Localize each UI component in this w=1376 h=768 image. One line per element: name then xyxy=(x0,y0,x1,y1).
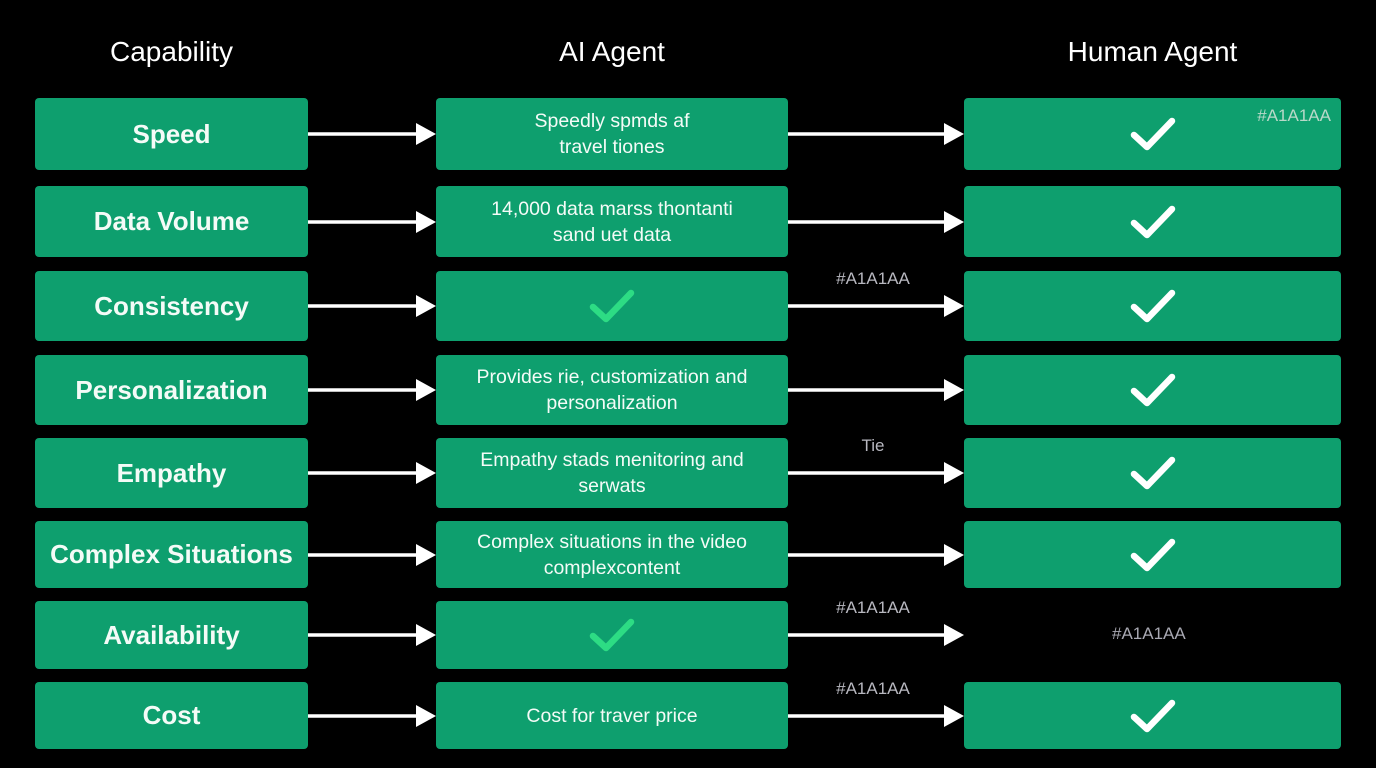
arrow-right-icon xyxy=(788,460,964,486)
comparison-row: Personalization Provides rie, customizati… xyxy=(0,355,1376,425)
arrow-right-icon xyxy=(788,703,964,729)
ai-agent-box: Speedly spmds af travel tiones xyxy=(436,98,788,170)
comparison-row: Data Volume 14,000 data marss thontanti s… xyxy=(0,186,1376,257)
checkmark-icon xyxy=(588,286,636,326)
arrow-right-icon xyxy=(788,293,964,319)
checkmark-icon xyxy=(1129,114,1177,154)
capability-header: Capability xyxy=(110,36,233,67)
ai-agent-check-box xyxy=(436,601,788,669)
checkmark-icon xyxy=(1129,286,1177,326)
capability-box: Consistency xyxy=(35,271,308,341)
comparison-row: Empathy Empathy stads menitoring and serw… xyxy=(0,436,1376,508)
comparison-row: Complex Situations Complex situations in … xyxy=(0,521,1376,588)
capability-box: Speed xyxy=(35,98,308,170)
arrow-label: #A1A1AA xyxy=(836,269,910,288)
arrow-label: #A1A1AA xyxy=(836,598,910,617)
checkmark-icon xyxy=(1129,696,1177,736)
ai-agent-header: AI Agent xyxy=(559,36,665,67)
arrow-right-icon xyxy=(308,377,436,403)
human-agent-check-box xyxy=(964,355,1341,425)
ai-agent-box: Complex situations in the video complexc… xyxy=(436,521,788,588)
arrow-right-icon xyxy=(788,622,964,648)
arrow-right-icon xyxy=(788,121,964,147)
ai-agent-box: 14,000 data marss thontanti sand uet dat… xyxy=(436,186,788,257)
human-agent-header: Human Agent xyxy=(1067,36,1238,67)
checkmark-icon xyxy=(1129,370,1177,410)
capability-box: Complex Situations xyxy=(35,521,308,588)
comparison-row: Speed Speedly spmds af travel tiones #A1A1… xyxy=(0,98,1376,170)
checkmark-icon xyxy=(1129,202,1177,242)
capability-box: Cost xyxy=(35,682,308,749)
arrow-right-icon xyxy=(308,293,436,319)
arrow-right-icon xyxy=(788,377,964,403)
arrow-right-icon xyxy=(308,622,436,648)
arrow-right-icon xyxy=(308,460,436,486)
comparison-row: Consistency #A1A1AA xyxy=(0,269,1376,341)
capability-box: Availability xyxy=(35,601,308,669)
ai-agent-check-box xyxy=(436,271,788,341)
checkmark-icon xyxy=(1129,535,1177,575)
human-agent-check-box: #A1A1AA xyxy=(964,98,1341,170)
ai-agent-box: Provides rie, customization and personal… xyxy=(436,355,788,425)
human-agent-label-box: #A1A1AA xyxy=(964,601,1341,669)
human-agent-check-box xyxy=(964,521,1341,588)
corner-label: #A1A1AA xyxy=(1257,106,1331,125)
arrow-right-icon xyxy=(308,542,436,568)
capability-box: Empathy xyxy=(35,438,308,508)
capability-box: Personalization xyxy=(35,355,308,425)
human-agent-check-box xyxy=(964,271,1341,341)
arrow-right-icon xyxy=(308,703,436,729)
comparison-row: Cost Cost for traver price #A1A1AA xyxy=(0,678,1376,749)
checkmark-icon xyxy=(588,615,636,655)
capability-box: Data Volume xyxy=(35,186,308,257)
human-agent-check-box xyxy=(964,438,1341,508)
arrow-right-icon xyxy=(788,209,964,235)
human-agent-check-box xyxy=(964,682,1341,749)
human-agent-check-box xyxy=(964,186,1341,257)
arrow-label: #A1A1AA xyxy=(836,678,910,698)
arrow-right-icon xyxy=(308,121,436,147)
comparison-row: Availability #A1A1AA #A1A1AA xyxy=(0,598,1376,669)
ai-agent-box: Cost for traver price xyxy=(436,682,788,749)
checkmark-icon xyxy=(1129,453,1177,493)
arrow-right-icon xyxy=(788,542,964,568)
ai-agent-box: Empathy stads menitoring and serwats xyxy=(436,438,788,508)
arrow-right-icon xyxy=(308,209,436,235)
human-agent-label: #A1A1AA xyxy=(1112,624,1186,643)
arrow-label: Tie xyxy=(861,436,885,455)
